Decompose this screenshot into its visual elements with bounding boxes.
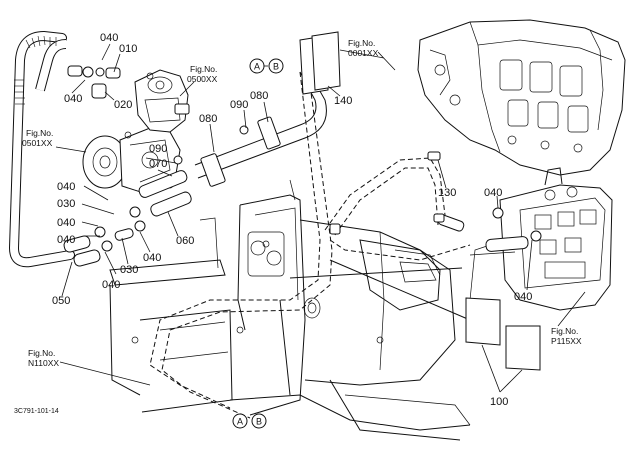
connector-b-bottom: B [251, 413, 267, 429]
figref-label: Fig.No. [190, 64, 217, 74]
figref-0500XX: Fig.No. 0500XX [187, 64, 218, 84]
figref-N110XX: Fig.No. N110XX [28, 348, 59, 368]
part-label-080: 080 [199, 113, 217, 125]
part-label-030: 030 [120, 264, 138, 276]
part-label-080: 080 [250, 90, 268, 102]
figref-code: N110XX [28, 358, 59, 368]
figref-0501XX: Fig.No. 0501XX [22, 128, 53, 148]
part-label-010: 010 [119, 43, 137, 55]
figref-label: Fig.No. [551, 326, 578, 336]
part-label-040: 040 [100, 32, 118, 44]
leader-lines [55, 43, 586, 393]
part-label-030: 030 [57, 198, 75, 210]
part-label-040: 040 [143, 252, 161, 264]
connector-b-top-label: B [273, 62, 279, 72]
figref-code: 0500XX [187, 74, 218, 84]
part-label-040: 040 [57, 234, 75, 246]
figref-code: 0001XX [348, 48, 379, 58]
clip-130 [329, 151, 445, 235]
part-label-040: 040 [64, 93, 82, 105]
machine-frame [109, 179, 471, 441]
figref-P115XX: Fig.No. P115XX [551, 326, 582, 346]
part-label-020: 020 [114, 99, 132, 111]
figref-code: 0501XX [22, 138, 53, 148]
part-label-040: 040 [102, 279, 120, 291]
part-label-040-lower: 040 [514, 291, 532, 303]
part-label-090: 090 [230, 99, 248, 111]
engine-block [417, 19, 626, 176]
connector-b-bottom-label: B [256, 417, 262, 427]
part-label-060: 060 [176, 235, 194, 247]
hose-ribs-left [14, 35, 57, 105]
part-label-070: 070 [149, 158, 167, 170]
figref-label: Fig.No. [28, 348, 55, 358]
part-label-040: 040 [57, 217, 75, 229]
drawing-code: 3C791-101-14 [14, 408, 59, 415]
figref-label: Fig.No. [348, 38, 375, 48]
part-label-140: 140 [334, 95, 352, 107]
thermostat-housing [134, 69, 190, 133]
hose-clamps [82, 66, 542, 252]
figref-label: Fig.No. [26, 128, 53, 138]
hose-050-loop [8, 30, 75, 268]
figref-0001XX: Fig.No. 0001XX [348, 38, 379, 58]
part-label-040: 040 [57, 181, 75, 193]
part-label-040-right: 040 [484, 187, 502, 199]
connector-a-top-label: A [254, 62, 260, 72]
part-label-090: 090 [149, 143, 167, 155]
connector-a-bottom: A [232, 413, 248, 429]
part-label-100: 100 [490, 396, 508, 408]
connector-b-top: B [268, 58, 284, 74]
hose-segments [63, 65, 529, 267]
part-label-050: 050 [52, 295, 70, 307]
filter-pads [299, 31, 541, 371]
routing-dashes [149, 69, 471, 419]
connector-a-bottom-label: A [237, 417, 243, 427]
part-label-130: 130 [438, 187, 456, 199]
connector-a-top: A [249, 58, 265, 74]
figref-code: P115XX [551, 336, 582, 346]
